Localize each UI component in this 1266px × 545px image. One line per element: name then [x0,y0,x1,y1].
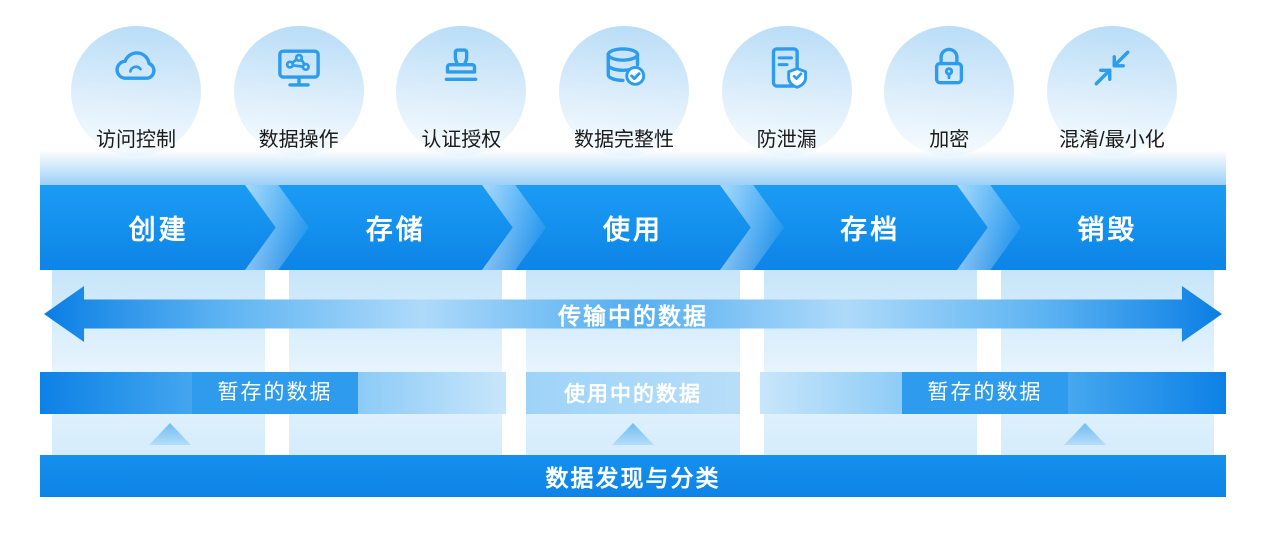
capability-data-operations: 数据操作 [233,26,365,176]
minimize-arrows-icon [1085,41,1139,95]
capability-data-integrity: 数据完整性 [558,26,690,176]
lock-icon [922,41,976,95]
cloud-icon [109,41,163,95]
database-check-icon [597,41,651,95]
capability-circle [1046,26,1177,156]
fade-band [40,150,1226,185]
capability-access-control: 访问控制 [70,26,202,176]
data-in-use-bar: 使用中的数据 [526,372,740,414]
stage-column-band [764,270,977,455]
stage-use: 使用 [603,215,663,245]
capability-label: 认证授权 [421,129,502,151]
capability-label: 防泄漏 [756,129,817,151]
discovery-classification-label: 数据发现与分类 [545,465,721,491]
capability-label: 加密 [929,129,970,151]
stage-archive: 存档 [840,215,901,245]
lifecycle-stage-banner: 创建 存储 使用 存档 销毁 [40,185,1226,270]
staged-data-label-left: 暂存的数据 [192,372,358,414]
stage-create: 创建 [128,215,189,245]
stage-column-band [289,270,502,455]
capability-leak-prevention: 防泄漏 [721,26,853,176]
stage-store: 存储 [365,215,426,245]
capability-circle [396,26,527,156]
capability-label: 访问控制 [96,129,176,151]
capability-circle [71,26,201,156]
document-shield-icon [760,41,814,95]
discovery-classification-bar: 数据发现与分类 [40,455,1226,497]
capability-circle [233,26,364,156]
monitor-network-icon [272,41,326,95]
stamp-icon [434,41,488,95]
data-in-transit-label: 传输中的数据 [558,303,708,329]
data-in-use-label: 使用中的数据 [564,383,702,406]
stage-destroy: 销毁 [1077,215,1138,245]
capability-label: 数据操作 [258,129,339,151]
capability-circle [884,26,1015,156]
capability-label: 混淆/最小化 [1059,129,1165,151]
security-capabilities-row: 访问控制 数据操作 [70,26,1178,176]
staged-data-label-right: 暂存的数据 [902,372,1068,414]
capability-encryption: 加密 [883,26,1015,176]
capability-label: 数据完整性 [573,129,674,151]
capability-obfuscation-minimization: 混淆/最小化 [1046,26,1178,176]
capability-authentication: 认证授权 [395,26,527,176]
